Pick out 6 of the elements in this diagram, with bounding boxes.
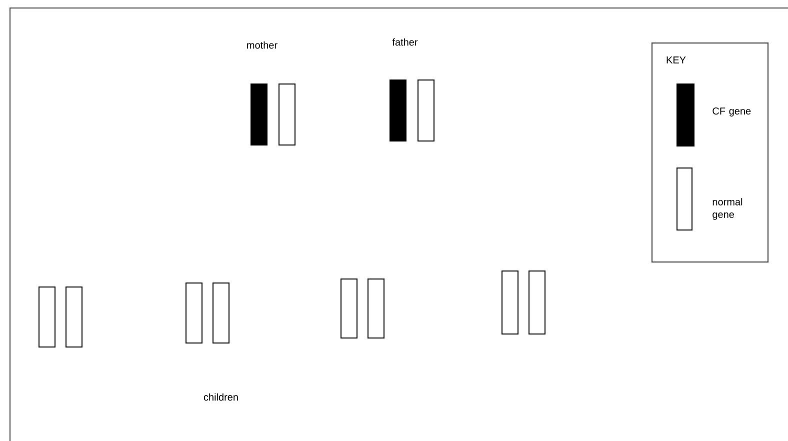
label: father: [392, 38, 418, 46]
legend-label: CF gene: [712, 107, 751, 117]
label: children: [204, 393, 238, 401]
key-heading: KEY: [666, 56, 686, 64]
label: mother: [247, 41, 278, 49]
legend-label: normal gene: [712, 198, 742, 220]
